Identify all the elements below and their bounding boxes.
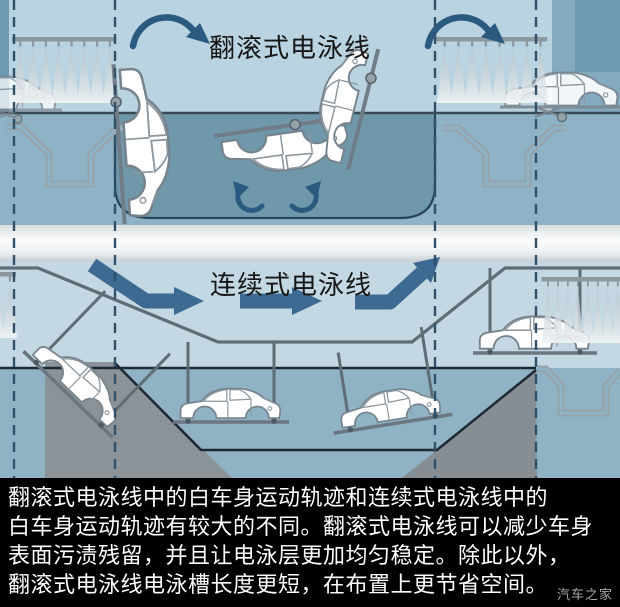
top-left-corner-strip: [0, 0, 9, 113]
caption-line: 表面污渍残留，并且让电泳层更加均匀稳定。除此以外，: [8, 544, 571, 569]
rotate-arrow-icon-right: [424, 14, 505, 50]
car-rotating-up: [307, 43, 381, 170]
caption-line: 翻滚式电泳线电泳槽长度更短，在布置上更节省空间。: [8, 573, 549, 598]
top-right-corner-block: [575, 0, 620, 72]
continuous-line-title: 连续式电泳线: [210, 271, 372, 301]
car-descending: [22, 290, 172, 439]
car-submerged-2: [333, 326, 453, 435]
station-boundary-dashed-lines: [12, 0, 538, 478]
tumble-arrow-icons: [233, 181, 321, 213]
section-divider-band: [0, 225, 620, 262]
car-entering-left: [0, 75, 62, 124]
drain-funnel-right: [443, 124, 566, 188]
diagram-canvas: 翻滚式电泳线: [0, 0, 620, 478]
caption-line: 翻滚式电泳线中的白车身运动轨迹和连续式电泳线中的: [8, 486, 549, 511]
rolling-line-title: 翻滚式电泳线: [209, 34, 371, 64]
drain-funnel-left: [6, 123, 129, 188]
caption-line: 白车身运动轨迹有较大的不同。翻滚式电泳线可以减少车身: [8, 515, 594, 540]
bottom-section-continuous-line: 连续式电泳线: [0, 257, 620, 478]
car-submerged-1: [173, 342, 289, 424]
rotate-arrow-icon-left: [129, 14, 210, 50]
drain-channel-right: [537, 365, 620, 417]
pit-outline: [113, 361, 537, 452]
top-section-rolling-line: 翻滚式电泳线: [0, 0, 620, 225]
flow-arrow-icons: [87, 257, 440, 315]
conveyor-rail: [0, 266, 620, 344]
caption-bar: 翻滚式电泳线中的白车身运动轨迹和连续式电泳线中的 白车身运动轨迹有较大的不同。翻…: [0, 478, 620, 607]
car-exiting-right: [500, 71, 620, 123]
dip-tank-outline: [113, 113, 437, 220]
watermark-autohome: 汽车之家: [556, 588, 613, 603]
